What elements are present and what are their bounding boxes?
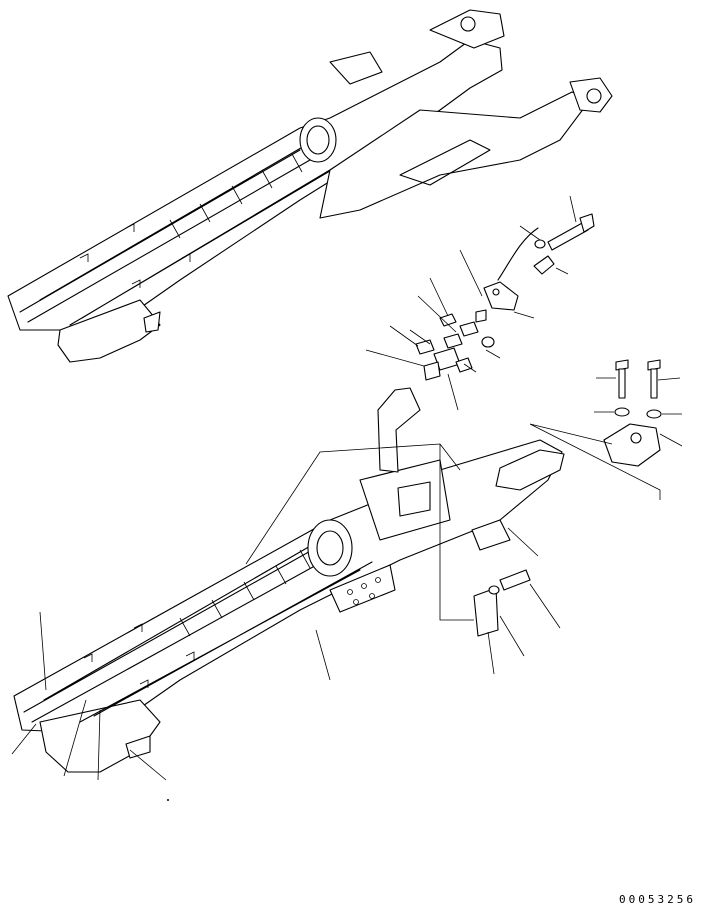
exploded-parts (415, 213, 662, 637)
drawing-number: 00053256 (619, 893, 696, 906)
upper-track-frame (7, 9, 613, 363)
leader-lines (11, 195, 683, 801)
lower-track-frame (13, 387, 565, 773)
